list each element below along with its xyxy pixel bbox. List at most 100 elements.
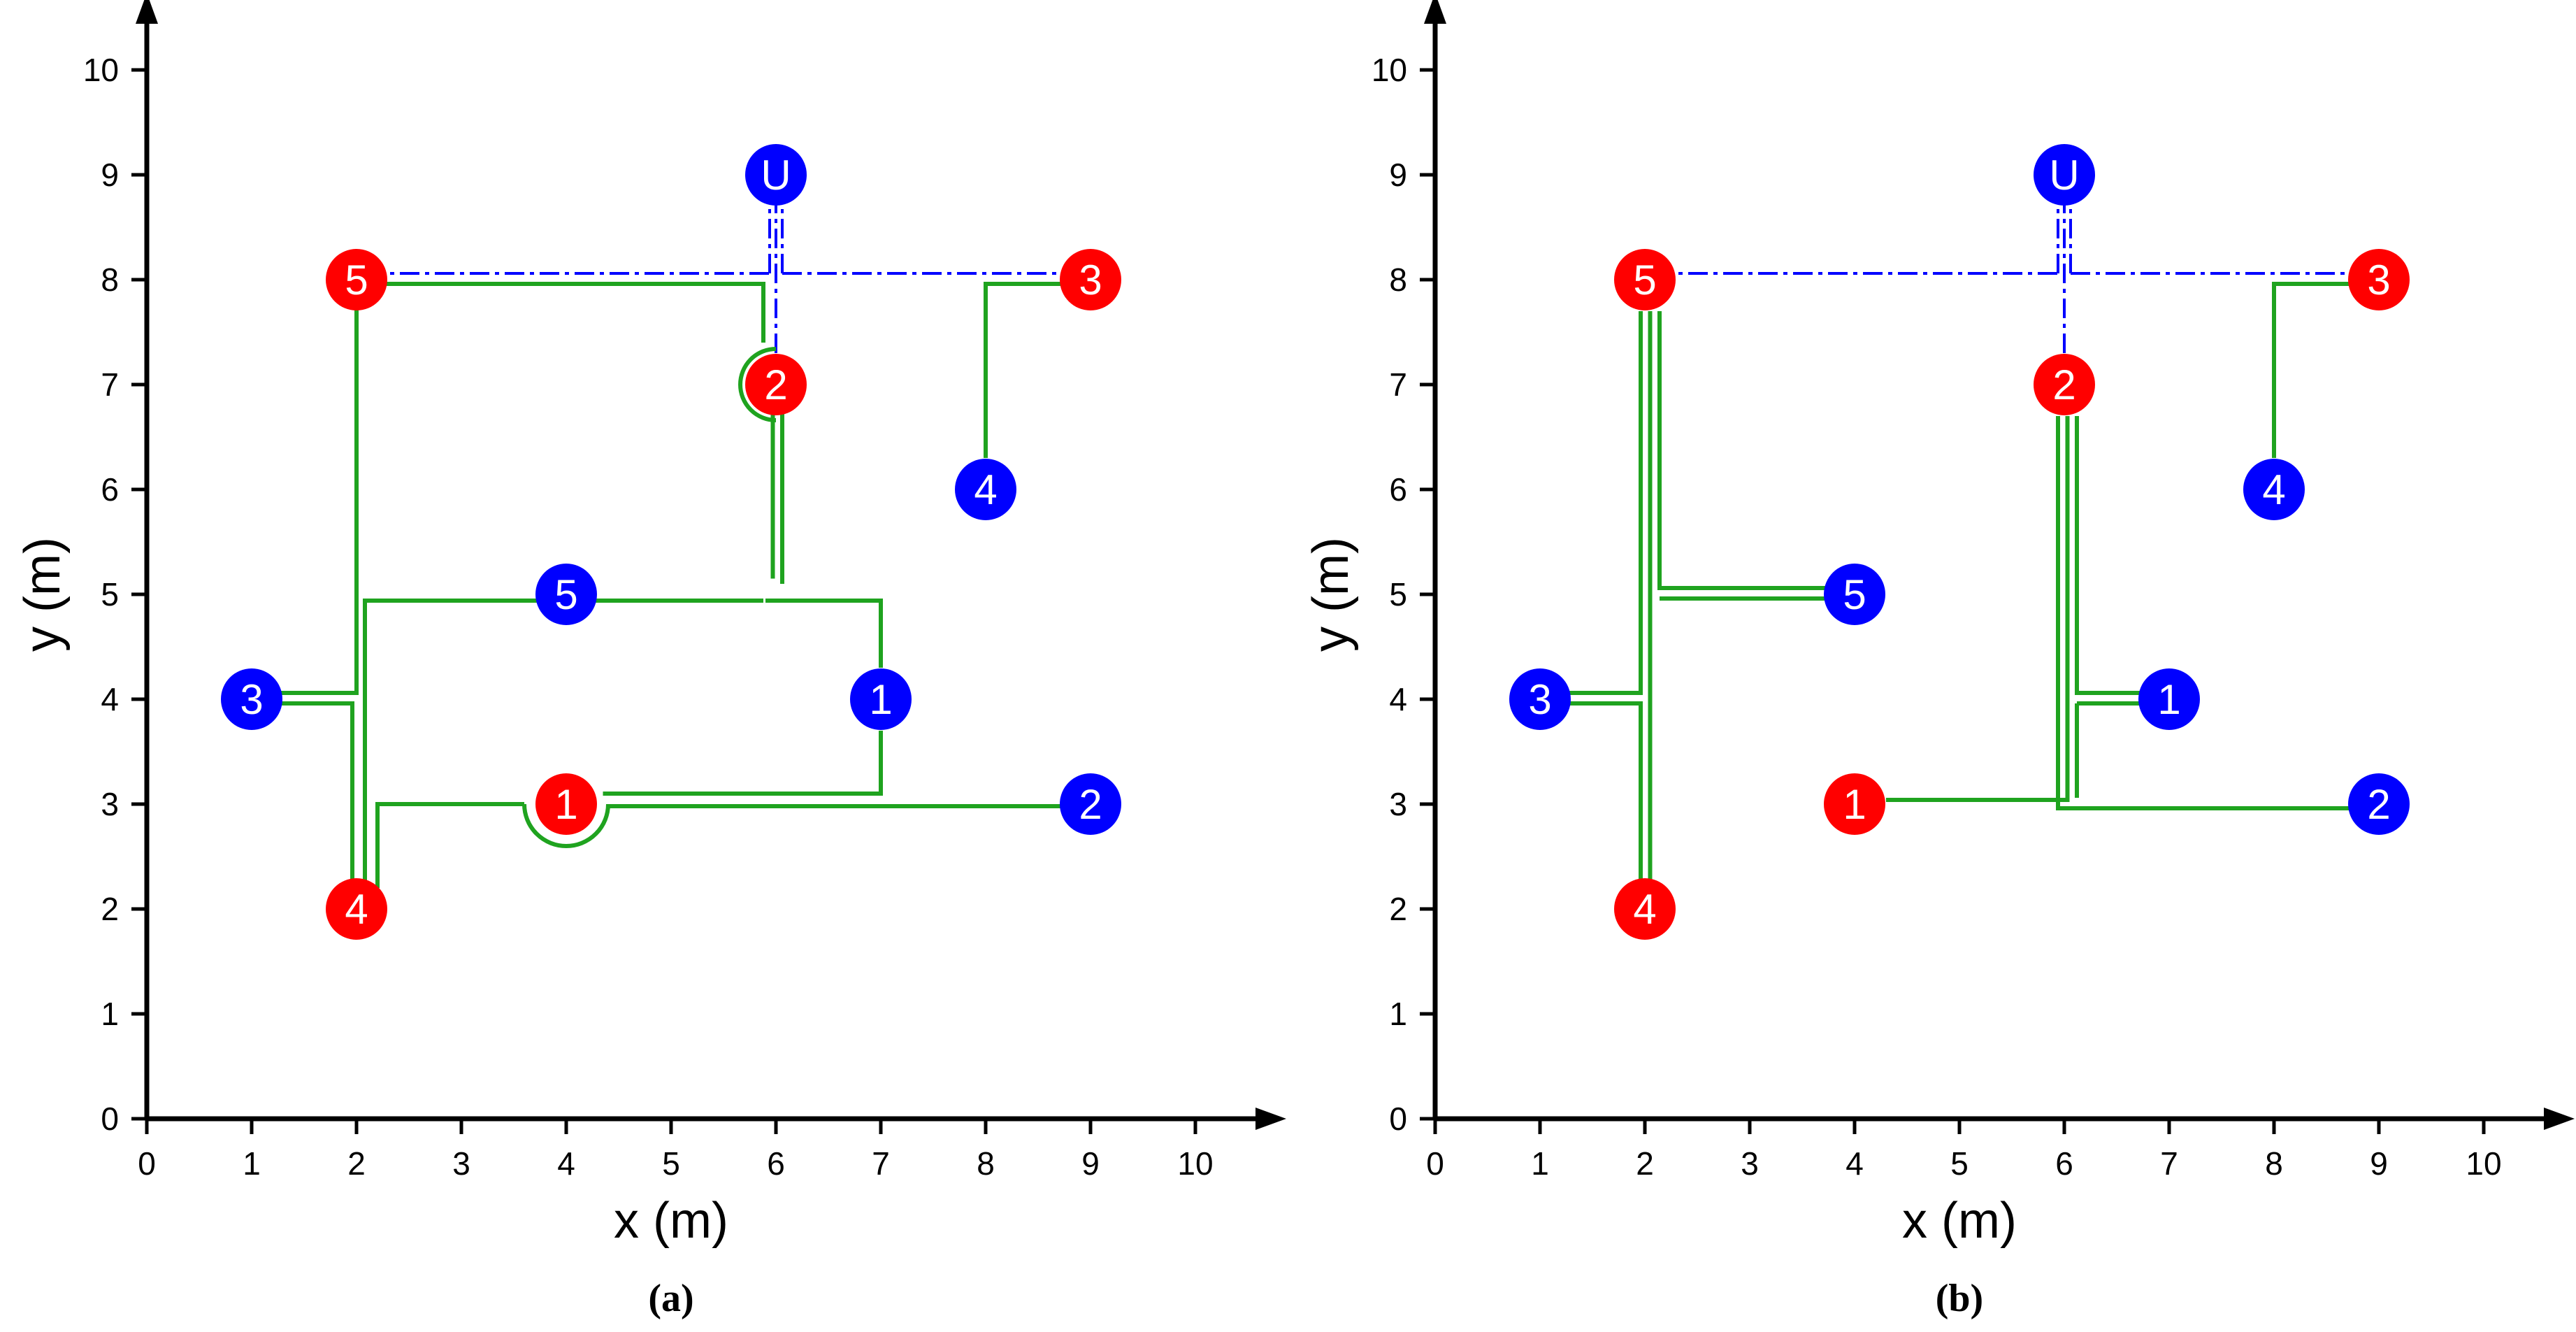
x-tick-label: 6 bbox=[767, 1145, 785, 1182]
green-route bbox=[357, 282, 765, 343]
red-node-label: 1 bbox=[1843, 781, 1866, 828]
y-tick-label: 7 bbox=[1389, 366, 1407, 403]
y-tick-label: 4 bbox=[1389, 681, 1407, 717]
red-node-label: 4 bbox=[1633, 886, 1656, 933]
blue-node-label: 5 bbox=[554, 571, 577, 618]
red-node-1 bbox=[1824, 773, 1885, 835]
blue-node-U bbox=[745, 144, 807, 206]
y-tick-label: 3 bbox=[101, 786, 119, 822]
x-tick-label: 6 bbox=[2055, 1145, 2073, 1182]
x-tick-label: 7 bbox=[872, 1145, 890, 1182]
blue-node-label: 1 bbox=[869, 676, 892, 723]
x-tick-label: 0 bbox=[1426, 1145, 1444, 1182]
x-tick-label: 1 bbox=[243, 1145, 261, 1182]
y-tick-label: 9 bbox=[101, 157, 119, 193]
x-tick-label: 9 bbox=[1081, 1145, 1100, 1182]
green-route bbox=[375, 802, 524, 888]
x-tick-label: 10 bbox=[1177, 1145, 1213, 1182]
red-node-3 bbox=[1060, 249, 1121, 310]
x-axis-arrow bbox=[1255, 1108, 1286, 1130]
blue-node-3 bbox=[1509, 668, 1571, 730]
green-route bbox=[1561, 701, 1643, 883]
blue-node-label: 5 bbox=[1843, 571, 1866, 618]
y-tick-label: 3 bbox=[1389, 786, 1407, 822]
red-node-4 bbox=[1614, 878, 1676, 940]
y-tick-label: 8 bbox=[1389, 262, 1407, 298]
x-tick-label: 2 bbox=[1636, 1145, 1654, 1182]
y-tick-label: 5 bbox=[101, 576, 119, 613]
blue-node-2 bbox=[2348, 773, 2410, 835]
y-tick-label: 10 bbox=[1372, 52, 1407, 88]
blue-node-label: 4 bbox=[974, 466, 997, 513]
blue-node-label: 2 bbox=[1079, 781, 1102, 828]
y-tick-label: 10 bbox=[83, 52, 119, 88]
x-tick-label: 4 bbox=[557, 1145, 575, 1182]
green-route bbox=[1657, 311, 1834, 590]
blue-node-3 bbox=[221, 668, 282, 730]
red-node-label: 3 bbox=[2367, 257, 2390, 303]
blue-node-label: U bbox=[2049, 152, 2079, 199]
blue-node-5 bbox=[535, 564, 597, 625]
blue-node-1 bbox=[850, 668, 912, 730]
blue-node-4 bbox=[2243, 459, 2305, 520]
y-axis-arrow bbox=[136, 0, 158, 24]
blue-node-label: 2 bbox=[2367, 781, 2390, 828]
blue-node-1 bbox=[2138, 668, 2200, 730]
green-route-arc bbox=[738, 347, 777, 422]
y-tick-label: 6 bbox=[1389, 471, 1407, 508]
x-tick-label: 3 bbox=[452, 1145, 470, 1182]
red-node-label: 5 bbox=[1633, 257, 1656, 303]
panel-caption: (b) bbox=[1936, 1277, 1983, 1320]
y-axis-arrow bbox=[1424, 0, 1446, 24]
x-tick-label: 4 bbox=[1845, 1145, 1864, 1182]
blue-node-label: U bbox=[761, 152, 791, 199]
y-axis-label: y (m) bbox=[15, 537, 71, 652]
x-tick-label: 8 bbox=[977, 1145, 995, 1182]
x-axis-label: x (m) bbox=[1902, 1193, 2017, 1249]
red-node-label: 5 bbox=[345, 257, 368, 303]
green-route bbox=[2075, 416, 2148, 695]
x-tick-label: 2 bbox=[347, 1145, 366, 1182]
x-axis-arrow bbox=[2544, 1108, 2575, 1130]
x-tick-label: 8 bbox=[2265, 1145, 2283, 1182]
x-tick-label: 5 bbox=[1950, 1145, 1969, 1182]
green-route bbox=[363, 599, 763, 888]
y-tick-label: 2 bbox=[1389, 891, 1407, 927]
red-node-5 bbox=[1614, 249, 1676, 310]
panel-caption: (a) bbox=[648, 1277, 693, 1320]
x-tick-label: 7 bbox=[2160, 1145, 2178, 1182]
y-tick-label: 8 bbox=[101, 262, 119, 298]
y-tick-label: 6 bbox=[101, 471, 119, 508]
green-route bbox=[273, 284, 359, 695]
x-tick-label: 1 bbox=[1531, 1145, 1549, 1182]
blue-node-label: 1 bbox=[2157, 676, 2180, 723]
y-axis-label: y (m) bbox=[1303, 537, 1359, 652]
blue-node-5 bbox=[1824, 564, 1885, 625]
y-tick-label: 5 bbox=[1389, 576, 1407, 613]
green-route bbox=[765, 599, 883, 668]
y-tick-label: 0 bbox=[101, 1101, 119, 1137]
green-route-arc bbox=[522, 803, 610, 848]
red-node-2 bbox=[2034, 354, 2095, 415]
green-route bbox=[1561, 311, 1643, 695]
blue-node-U bbox=[2034, 144, 2095, 206]
blue-node-label: 3 bbox=[1528, 676, 1551, 723]
red-node-label: 2 bbox=[764, 361, 787, 408]
x-tick-label: 0 bbox=[138, 1145, 156, 1182]
green-route bbox=[1886, 416, 2070, 802]
x-tick-label: 9 bbox=[2370, 1145, 2388, 1182]
x-tick-label: 3 bbox=[1741, 1145, 1759, 1182]
green-route bbox=[2056, 794, 2358, 810]
red-node-4 bbox=[326, 878, 387, 940]
y-tick-label: 9 bbox=[1389, 157, 1407, 193]
y-tick-label: 4 bbox=[101, 681, 119, 717]
red-node-1 bbox=[535, 773, 597, 835]
blue-node-2 bbox=[1060, 773, 1121, 835]
green-route bbox=[603, 731, 883, 796]
red-node-label: 2 bbox=[2052, 361, 2075, 408]
red-node-label: 3 bbox=[1079, 257, 1102, 303]
